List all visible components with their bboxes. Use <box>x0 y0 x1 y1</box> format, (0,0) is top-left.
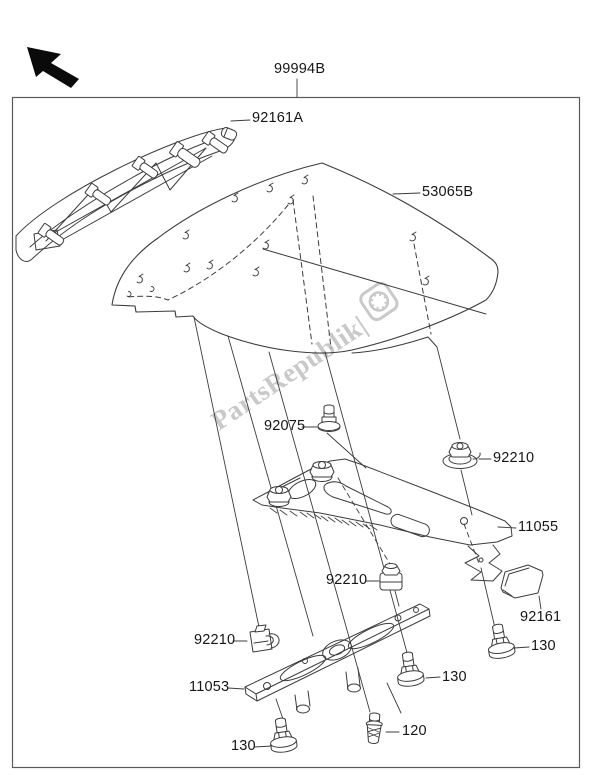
damper-post <box>201 130 229 154</box>
damper-post <box>37 222 65 246</box>
clip-nut-92210-left-art <box>249 624 280 653</box>
part-label-130-bottom-left: 130 <box>231 738 256 754</box>
cursor-arrow-icon <box>27 47 79 88</box>
weld-nut <box>309 461 335 482</box>
part-label-92210-upper: 92210 <box>493 450 535 466</box>
bolt-130-right-art <box>483 621 517 661</box>
projection-lines <box>193 316 496 723</box>
rubber-pad-92161-art <box>500 564 544 599</box>
damper-post <box>84 182 112 206</box>
part-label-99994b: 99994B <box>274 61 326 77</box>
bolt-130-bottom-art <box>266 715 299 755</box>
part-label-53065b: 53065B <box>422 184 474 200</box>
grommet-92210-center-art <box>379 563 403 591</box>
part-label-92210-center: 92210 <box>326 572 368 588</box>
part-label-92161: 92161 <box>520 609 562 625</box>
weld-nut <box>266 486 292 507</box>
part-label-11055: 11055 <box>518 519 559 535</box>
part-label-120: 120 <box>402 723 427 739</box>
part-label-92210-left: 92210 <box>194 632 236 648</box>
screw-120-art <box>365 712 383 744</box>
part-label-92075: 92075 <box>264 418 306 434</box>
bolt-130-middle-art <box>393 649 426 689</box>
diagram-border <box>11 96 581 769</box>
bolt-92075-art <box>317 404 341 432</box>
seat-cowl-art <box>111 162 499 354</box>
clip-hook-marks <box>126 174 430 297</box>
part-label-11053: 11053 <box>189 679 230 695</box>
leader-lines <box>227 78 542 748</box>
plate-11053-art <box>244 603 431 714</box>
part-label-130-right: 130 <box>531 638 556 654</box>
damper-post <box>131 155 159 179</box>
watermark: PartsRepublik| <box>206 281 399 436</box>
damper-92161a <box>220 127 238 141</box>
bracket-11055-art <box>252 458 513 582</box>
part-label-92161a: 92161A <box>252 110 304 126</box>
grommet-92210-upper-art <box>442 442 481 469</box>
gear-badge-icon <box>359 281 399 322</box>
damper-post <box>169 141 201 168</box>
part-label-130-middle: 130 <box>442 669 467 685</box>
seat-cover-underside-art <box>15 127 238 262</box>
